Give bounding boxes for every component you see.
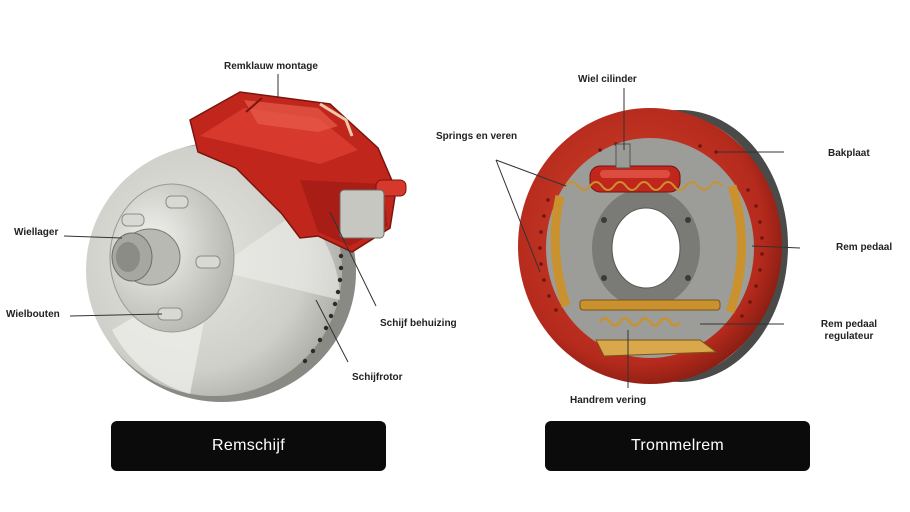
drum-leader-lines — [495, 88, 801, 388]
disc-leader-lines — [63, 74, 377, 363]
label-wheel-cylinder: Wiel cilinder — [578, 74, 637, 85]
label-disc-rotor: Schijfrotor — [352, 372, 403, 383]
label-backplate: Bakplaat — [828, 148, 870, 159]
label-pedal-regulator: Rem pedaal regulateur — [820, 319, 878, 342]
shoe-rivets — [538, 142, 764, 348]
brake-caliper — [189, 91, 407, 253]
label-wheel-studs: Wielbouten — [6, 309, 60, 320]
label-brake-pedal: Rem pedaal — [836, 242, 893, 253]
caption-disc-brake: Remschijf — [111, 421, 386, 471]
top-return-spring — [565, 181, 723, 191]
drum-brake-illustration — [495, 88, 801, 388]
wheel-cylinder — [589, 143, 681, 193]
label-disc-housing: Schijf behuizing — [380, 318, 457, 329]
adjuster-bar — [579, 299, 721, 311]
label-wheel-bearing: Wiellager — [14, 227, 59, 238]
brake-shoe-right — [725, 184, 746, 314]
handbrake-spring — [599, 317, 681, 327]
label-caliper: Remklauw montage — [224, 61, 318, 72]
brake-shoe-left — [550, 194, 571, 308]
caption-drum-brake: Trommelrem — [545, 421, 810, 471]
disc-brake-illustration — [63, 74, 407, 402]
label-handbrake-spring: Handrem vering — [570, 395, 647, 406]
wheel-studs — [121, 195, 221, 321]
label-springs: Springs en veren — [436, 131, 518, 142]
